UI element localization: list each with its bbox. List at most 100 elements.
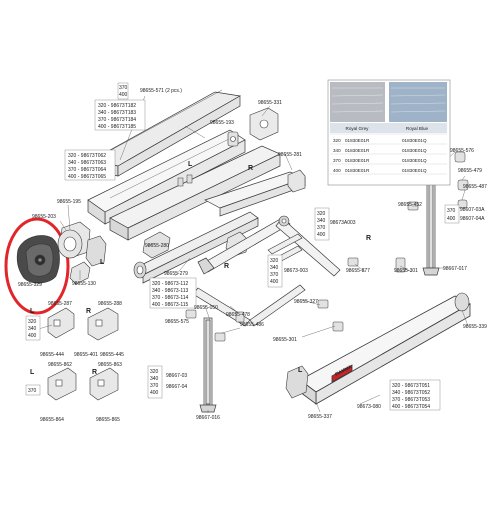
size-box-left2: 370 [25,384,41,396]
fabric-rows: 320 01830E01R 01830E01Q 340 01830E01R 01… [333,138,427,173]
side-mark-r: R [248,165,253,172]
top-size-370: 370 [119,85,128,91]
size-box-bottom: 320 340 370 400 98667-03 98667-04 [147,365,187,399]
right-bar-row: 370 - 98673T053 [392,397,430,403]
top-end-cap-right [249,107,279,141]
size-box-left: 320 340 400 [25,315,41,341]
crank-cover-329 [16,235,60,284]
part-label: 98655-478 [226,312,250,318]
mid-bar-row: 340 - 98673-113 [152,288,189,294]
size-value: 370 [447,208,456,214]
side-marks: L R L R L R L R L R [30,161,371,376]
right-bar-row: 320 - 98673T051 [392,383,430,389]
support-leg-left [199,317,217,413]
part-labels: 98655-571 (2 pcs.) 98655-193 98655-331 9… [18,88,487,423]
right-leg-code: 98607-03A [460,207,485,213]
bracket-set-1 [47,307,75,339]
part-label: 98655-281 [278,152,302,158]
top-bar-row: 370 - 98673T184 [98,117,136,123]
part-label: 98655-203 [32,214,56,220]
lead-bar-end-cap-right [454,292,470,312]
part-label: 98655-280 [145,243,169,249]
size-value: 400 [28,333,37,339]
side-mark-l: L [30,308,35,315]
part-label: 98655-301 [394,268,418,274]
size-box-c: 370 400 [444,204,460,224]
fabric-row-blue: 01830E01Q [402,148,427,153]
part-label: 98655-444 [40,352,64,358]
size-value: 340 [317,218,326,224]
part-label: 98655-864 [40,417,64,423]
part-label: 98655-865 [96,417,120,423]
top-bar-list: 370 400 320 - 98673T182 340 - 98673T183 … [94,82,146,131]
size-value: 320 [150,369,159,375]
highlight-circle [4,217,70,315]
part-label: 98655-279 [164,271,188,277]
mid-bar-list: 320 - 98673-112 340 - 98673-113 370 - 98… [149,277,197,309]
leg-code: 98667-03 [166,373,187,379]
fabric-row-grey: 01830E01R [345,168,370,173]
front-lead-bar [299,295,471,405]
part-label: 98673-003 [284,268,308,274]
front-profile [109,145,281,241]
part-label: 98655-487 [463,184,487,190]
roller-tube [87,129,246,225]
top-bar-row: 400 - 98673T185 [98,124,136,130]
part-label: 98673-080 [357,404,381,410]
top-end-cap-small [227,131,239,147]
left-bar-row: 340 - 98673T063 [68,160,106,166]
part-label: 98655-863 [98,362,122,368]
size-value: 340 [270,265,279,271]
part-label: 98655-576 [450,148,474,154]
screw-small-1 [177,174,193,187]
part-label: 98655-301 [273,337,297,343]
fabric-table: Royal Grey Royal Blue 320 01830E01R 0183… [327,79,451,186]
fabric-header-blue: Royal Blue [406,126,429,131]
part-label: 98655-445 [100,352,124,358]
side-mark-l: L [100,259,105,266]
size-box-b: 320 340 370 400 [267,254,283,288]
size-value: 320 [270,258,279,264]
side-mark-r: R [224,263,229,270]
part-label: 98655-130 [72,281,96,287]
fabric-row-grey: 01830E01R [345,148,370,153]
side-mark-l: L [30,369,35,376]
top-size-400: 400 [119,92,128,98]
leg-code: 98667-04 [166,384,187,390]
lead-bar-end-cap [285,365,309,399]
arm-joint [278,215,290,227]
size-value: 400 [317,232,326,238]
right-bracket-top [287,169,306,193]
size-value: 400 [447,216,456,222]
part-label: 98655-877 [346,268,370,274]
part-label: 98673A003 [330,220,356,226]
side-mark-l: L [188,161,193,168]
top-bar-row: 340 - 98673T183 [98,110,136,116]
side-mark-l: L [298,367,303,374]
telescopic-arm [134,211,259,284]
top-bar-row: 320 - 98673T182 [98,103,136,109]
fabric-row-size: 400 [333,168,341,173]
size-value: 340 [150,376,159,382]
part-label: 98655-401 [74,352,98,358]
part-label: 98655-195 [57,199,81,205]
arm-end-cap [133,261,147,279]
part-label: 98667-016 [196,415,220,421]
side-mark-r: R [366,235,371,242]
size-box-a: 320 340 370 400 [314,207,330,241]
part-label: 98655-862 [48,362,72,368]
left-bar-list: 320 - 98673T062 340 - 98673T063 370 - 98… [64,149,116,181]
swatch-royal-grey [330,82,385,122]
fabric-row-size: 320 [333,138,341,143]
size-value: 400 [270,279,279,285]
fabric-row-grey: 01830E01R [345,158,370,163]
size-value: 320 [317,211,326,217]
fabric-row-blue: 01830E01Q [402,138,427,143]
mid-bar-row: 370 - 98673-114 [152,295,189,301]
left-bar-row: 320 - 98673T062 [68,153,106,159]
bracket-set-2 [87,307,119,341]
size-value: 400 [150,390,159,396]
left-bar-row: 370 - 98673T064 [68,167,106,173]
clip-parts [185,257,406,342]
part-label: 98655-050 [194,305,218,311]
